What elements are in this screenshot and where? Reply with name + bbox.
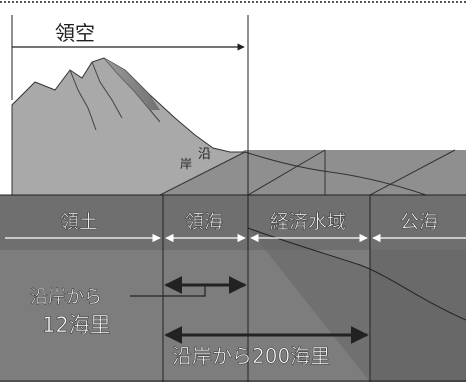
ridge-line-1: [69, 69, 97, 131]
high-seas-label: 公海: [400, 211, 438, 233]
shore-label: 岸: [180, 157, 192, 171]
territorial-sea-label: 領海: [185, 211, 223, 233]
ridge-shadow: [104, 58, 160, 110]
twelve-nm-label-line2: 12海里: [42, 313, 111, 337]
two-hundred-nm-label: 沿岸から200海里: [172, 344, 330, 368]
twelve-nm-label-line1: 沿岸から: [30, 287, 102, 308]
eez-perspective-line: [247, 149, 326, 196]
territorial-airspace-label: 領空: [55, 21, 95, 45]
eez-label: 経済水域: [270, 211, 346, 233]
twelve-nm-leader: [130, 285, 206, 297]
continental-slope: [248, 228, 466, 382]
land-territory-label: 領土: [60, 211, 98, 233]
coast-label: 沿: [198, 147, 211, 162]
high-seas-perspective-line: [369, 149, 456, 196]
ridge-line-2: [91, 61, 123, 119]
coastline-curve: [244, 151, 441, 201]
